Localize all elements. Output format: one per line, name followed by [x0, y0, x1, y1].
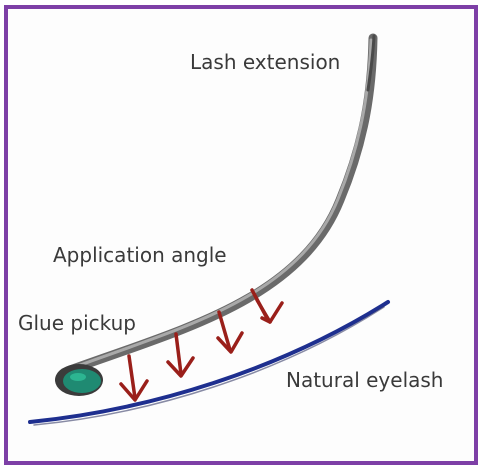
- label-glue-pickup: Glue pickup: [18, 311, 136, 335]
- arrow-5: [255, 298, 272, 324]
- glue-blob-shine: [70, 373, 86, 381]
- label-application-angle: Application angle: [53, 243, 227, 267]
- natural-eyelash-line: [28, 300, 390, 424]
- lash-extension-tip: [366, 34, 376, 92]
- label-lash-extension: Lash extension: [190, 50, 341, 74]
- label-natural-eyelash: Natural eyelash: [286, 368, 444, 392]
- lash-extension-curve: [65, 33, 378, 375]
- glue-blob: [63, 369, 101, 393]
- natural-eyelash-shadow: [33, 306, 385, 426]
- arrow-2: [166, 332, 195, 378]
- arrow-1: [119, 354, 149, 402]
- arrow-3: [216, 310, 244, 354]
- lash-extension-highlight: [70, 38, 373, 370]
